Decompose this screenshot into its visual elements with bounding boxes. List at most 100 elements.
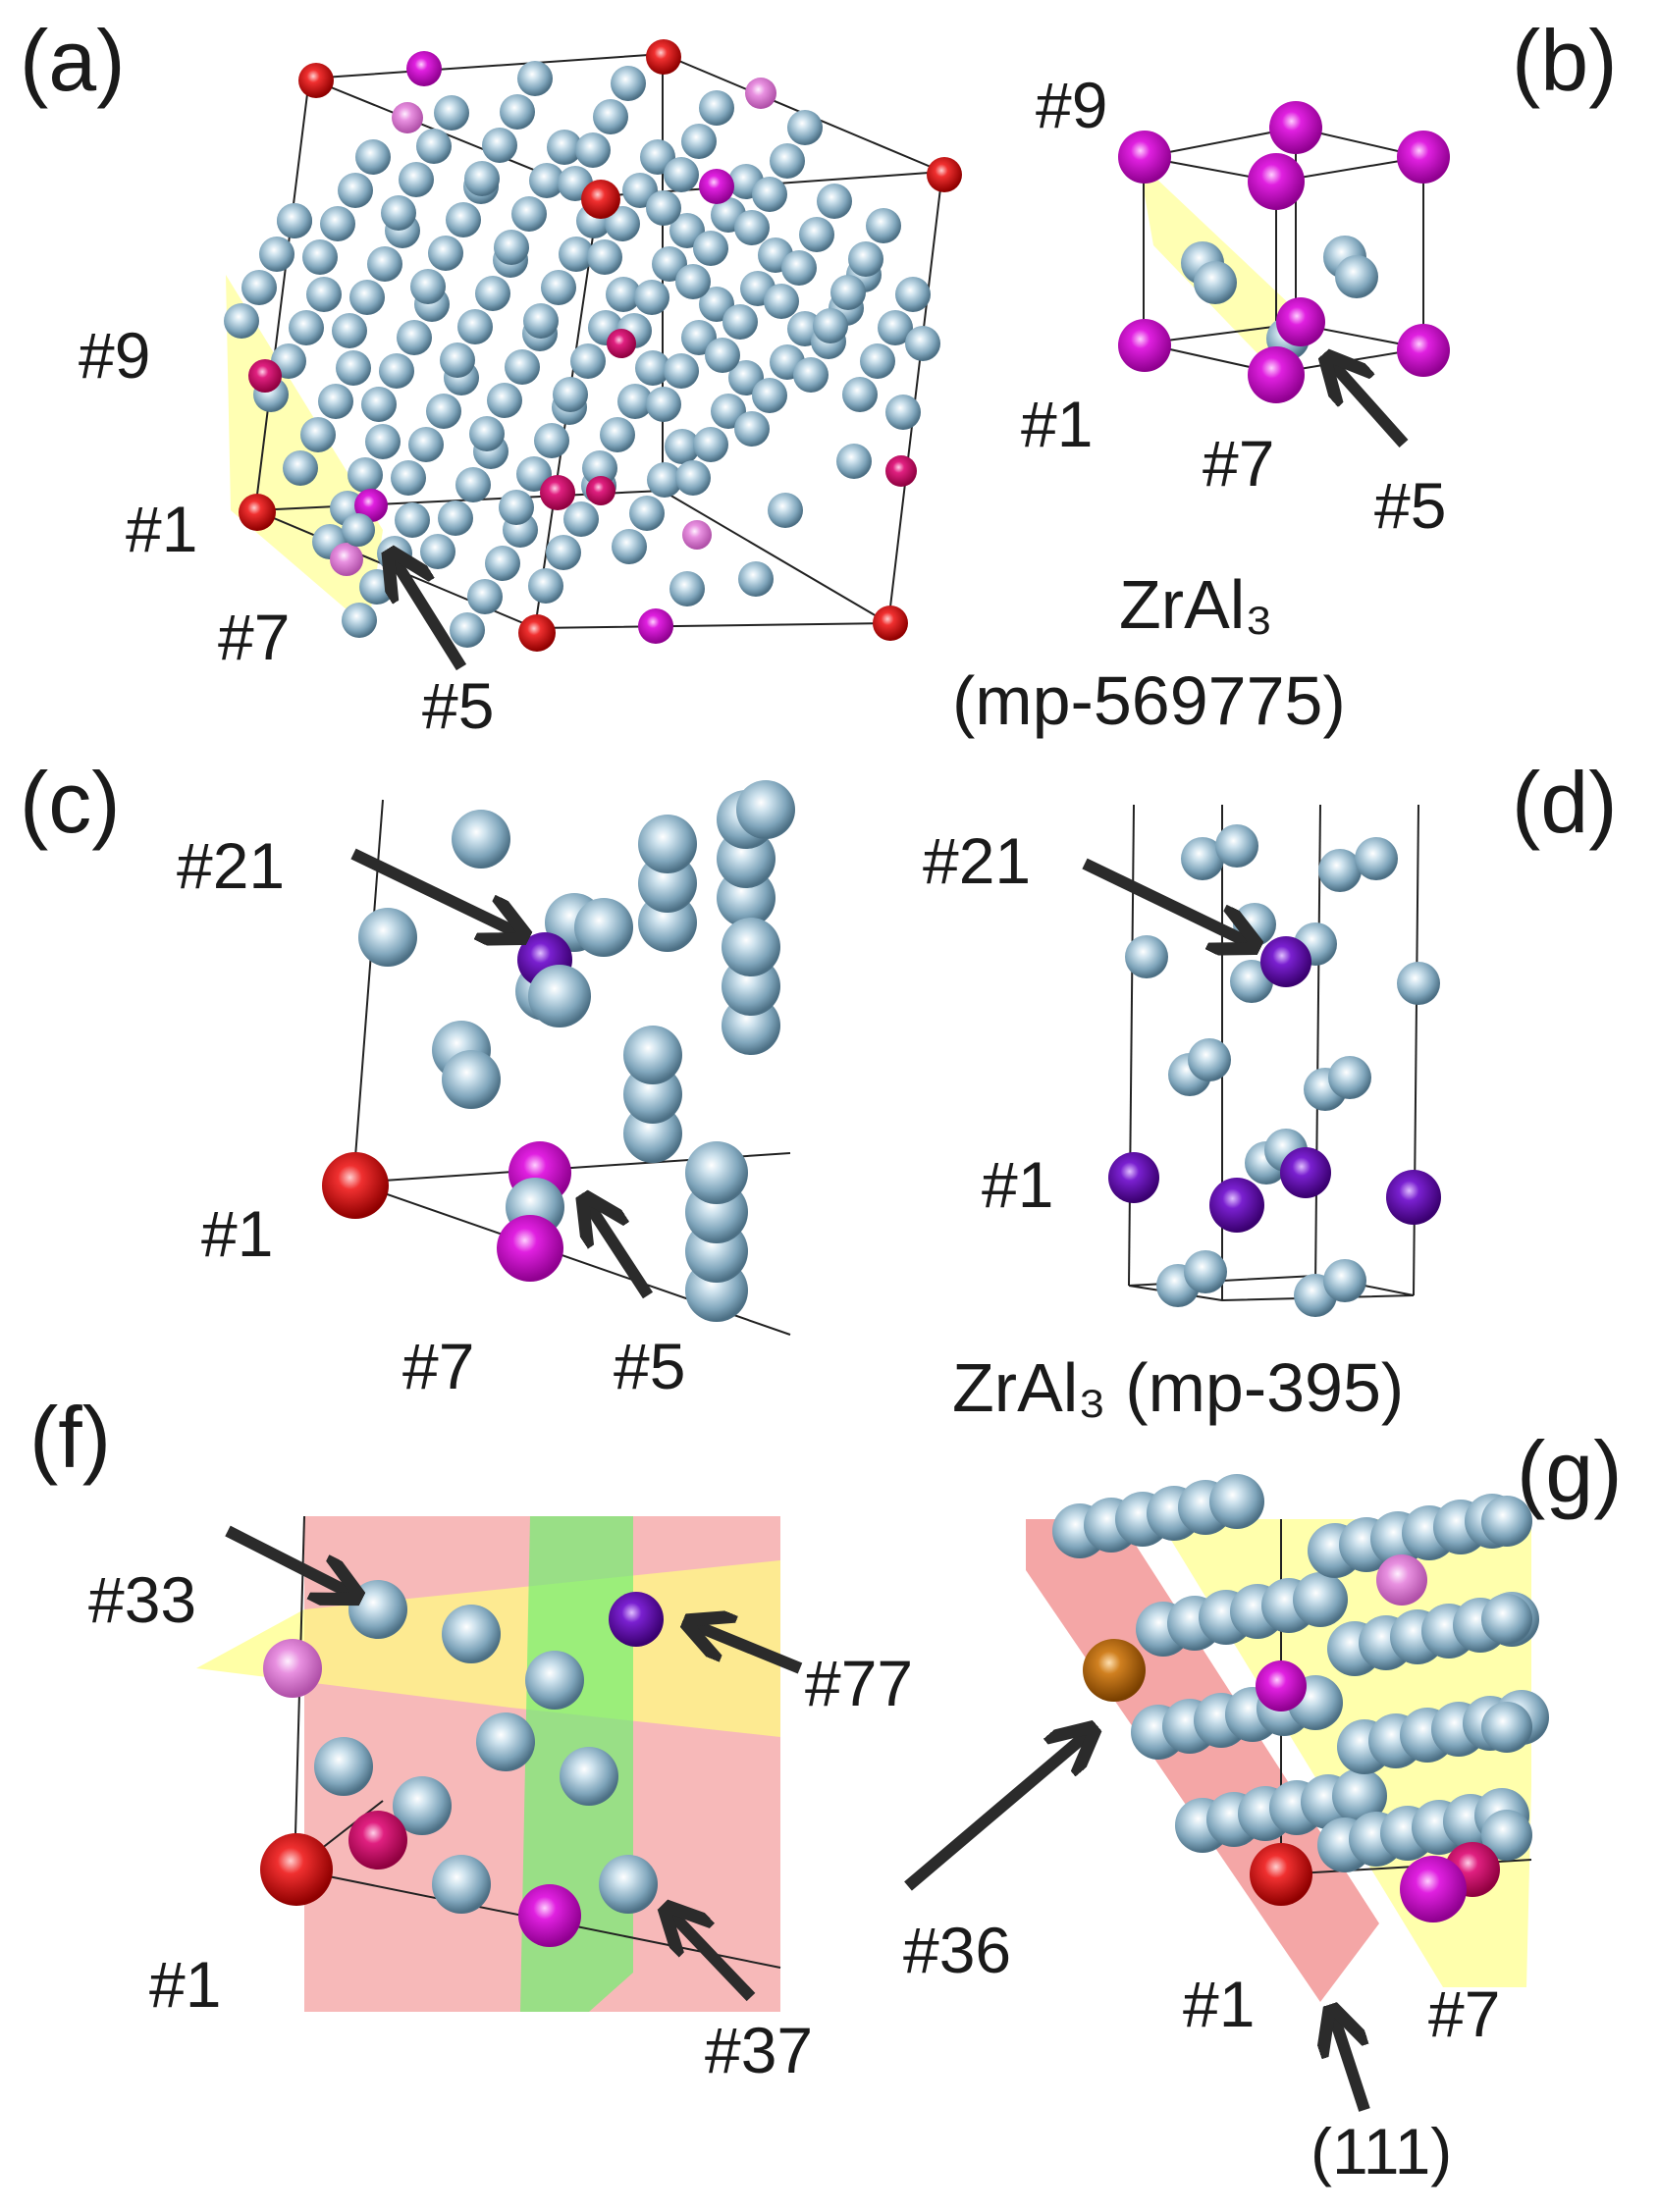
- al-atom: [302, 239, 338, 275]
- al-atom: [1181, 837, 1224, 880]
- zr-atom-magenta: [1269, 101, 1322, 154]
- zr-atom-red: [873, 606, 908, 641]
- al-atom: [860, 343, 895, 379]
- panel-g: (g) #36 #1 #7 (111): [903, 1423, 1623, 2187]
- al-atom: [381, 195, 416, 231]
- zr-atom-red: [927, 157, 962, 192]
- al-atom: [1318, 849, 1362, 892]
- panel-c-site-1: #1: [201, 1197, 273, 1270]
- zr-atom-red: [518, 614, 556, 652]
- panel-f-site-37: #37: [705, 2014, 813, 2086]
- panel-c-label: (c): [20, 754, 121, 851]
- al-atom: [349, 280, 385, 315]
- al-atom: [799, 217, 834, 252]
- panel-c-arrow-5: [587, 1202, 654, 1299]
- al-atom: [500, 94, 535, 130]
- al-atom: [485, 546, 520, 581]
- panel-c-site-5: #5: [614, 1330, 685, 1402]
- al-atom: [866, 208, 901, 243]
- zr-atom-purple: [609, 1592, 664, 1647]
- al-atom: [1328, 1056, 1371, 1099]
- al-atom: [359, 569, 395, 605]
- panel-d: (d) #21 #1 ZrAl₃ (mp-395): [923, 754, 1618, 1426]
- zr-atom-red: [581, 180, 620, 219]
- al-atom: [1194, 261, 1237, 304]
- panel-b-arrow-5: [1330, 361, 1409, 448]
- al-atom: [469, 416, 505, 451]
- zr-atom-pink: [1376, 1554, 1427, 1606]
- al-atom: [499, 490, 534, 525]
- al-atom: [736, 780, 795, 839]
- al-atom: [752, 177, 787, 212]
- al-atom: [681, 124, 717, 159]
- zr-atom-magenta: [497, 1215, 563, 1282]
- al-atom: [259, 237, 294, 272]
- al-atom: [355, 139, 391, 175]
- al-atom: [408, 427, 444, 462]
- al-atom: [675, 460, 711, 496]
- al-atom: [617, 384, 653, 419]
- al-atom: [830, 275, 866, 310]
- al-atom: [693, 231, 728, 266]
- al-atom: [342, 513, 375, 547]
- al-atom: [1481, 1594, 1532, 1645]
- al-atom: [452, 810, 510, 869]
- al-atom: [438, 500, 473, 536]
- panel-a-label: (a): [20, 12, 126, 109]
- al-atom: [693, 427, 728, 462]
- al-atom: [494, 230, 529, 265]
- panel-f-arrow-37: [669, 1912, 756, 2002]
- al-atom: [675, 264, 711, 299]
- al-atom: [1215, 824, 1258, 868]
- panel-a-site-5: #5: [422, 669, 494, 742]
- al-atom: [722, 918, 780, 976]
- al-atom: [593, 99, 628, 134]
- al-atom: [878, 310, 913, 345]
- zr-atom-magenta: [638, 608, 673, 644]
- al-atom: [574, 898, 633, 957]
- panel-a-arrow-5: [393, 557, 467, 671]
- al-atom: [842, 377, 878, 412]
- al-atom: [393, 1776, 452, 1835]
- zr-atom-rose: [607, 329, 636, 358]
- zr-atom-pink: [330, 543, 363, 576]
- panel-g-atoms: [1052, 1474, 1549, 1922]
- panel-g-arrow-36: [904, 1732, 1090, 1891]
- panel-a-atoms: [224, 39, 962, 652]
- zr-atom-magenta: [1256, 1660, 1307, 1712]
- al-atom: [476, 1712, 535, 1771]
- al-atom: [647, 462, 682, 498]
- al-atom: [1332, 1768, 1387, 1823]
- al-atom: [575, 132, 611, 168]
- al-atom: [570, 343, 606, 379]
- al-atom: [342, 603, 377, 638]
- al-atom: [457, 309, 493, 344]
- zr-atom-rose: [248, 359, 282, 393]
- al-atom: [348, 457, 383, 493]
- al-atom: [395, 502, 430, 538]
- zr-atom-rose: [885, 455, 917, 487]
- al-atom: [1188, 1038, 1231, 1081]
- zr-atom-red: [260, 1833, 333, 1906]
- al-atom: [541, 270, 576, 305]
- al-atom: [752, 378, 787, 413]
- panel-f: (f) #33 #77 #1 #37: [29, 1389, 913, 2086]
- panel-c-site-21: #21: [177, 829, 285, 902]
- al-atom: [432, 1855, 491, 1914]
- al-atom: [669, 571, 705, 606]
- panel-c: (c) #21 #1 #7 #5: [20, 754, 795, 1402]
- panel-g-label: (g): [1517, 1423, 1623, 1520]
- al-atom: [553, 377, 588, 412]
- al-atom: [528, 568, 563, 604]
- al-atom: [289, 310, 324, 345]
- al-atom: [781, 250, 817, 286]
- zr-atom-magenta: [1248, 153, 1305, 210]
- al-atom: [836, 444, 872, 479]
- al-atom: [516, 456, 552, 492]
- al-atom: [646, 387, 681, 422]
- zr-atom-rose: [540, 475, 575, 510]
- panel-b-site-9: #9: [1036, 69, 1107, 141]
- zr-atom-pink: [263, 1639, 322, 1698]
- al-atom: [410, 269, 446, 304]
